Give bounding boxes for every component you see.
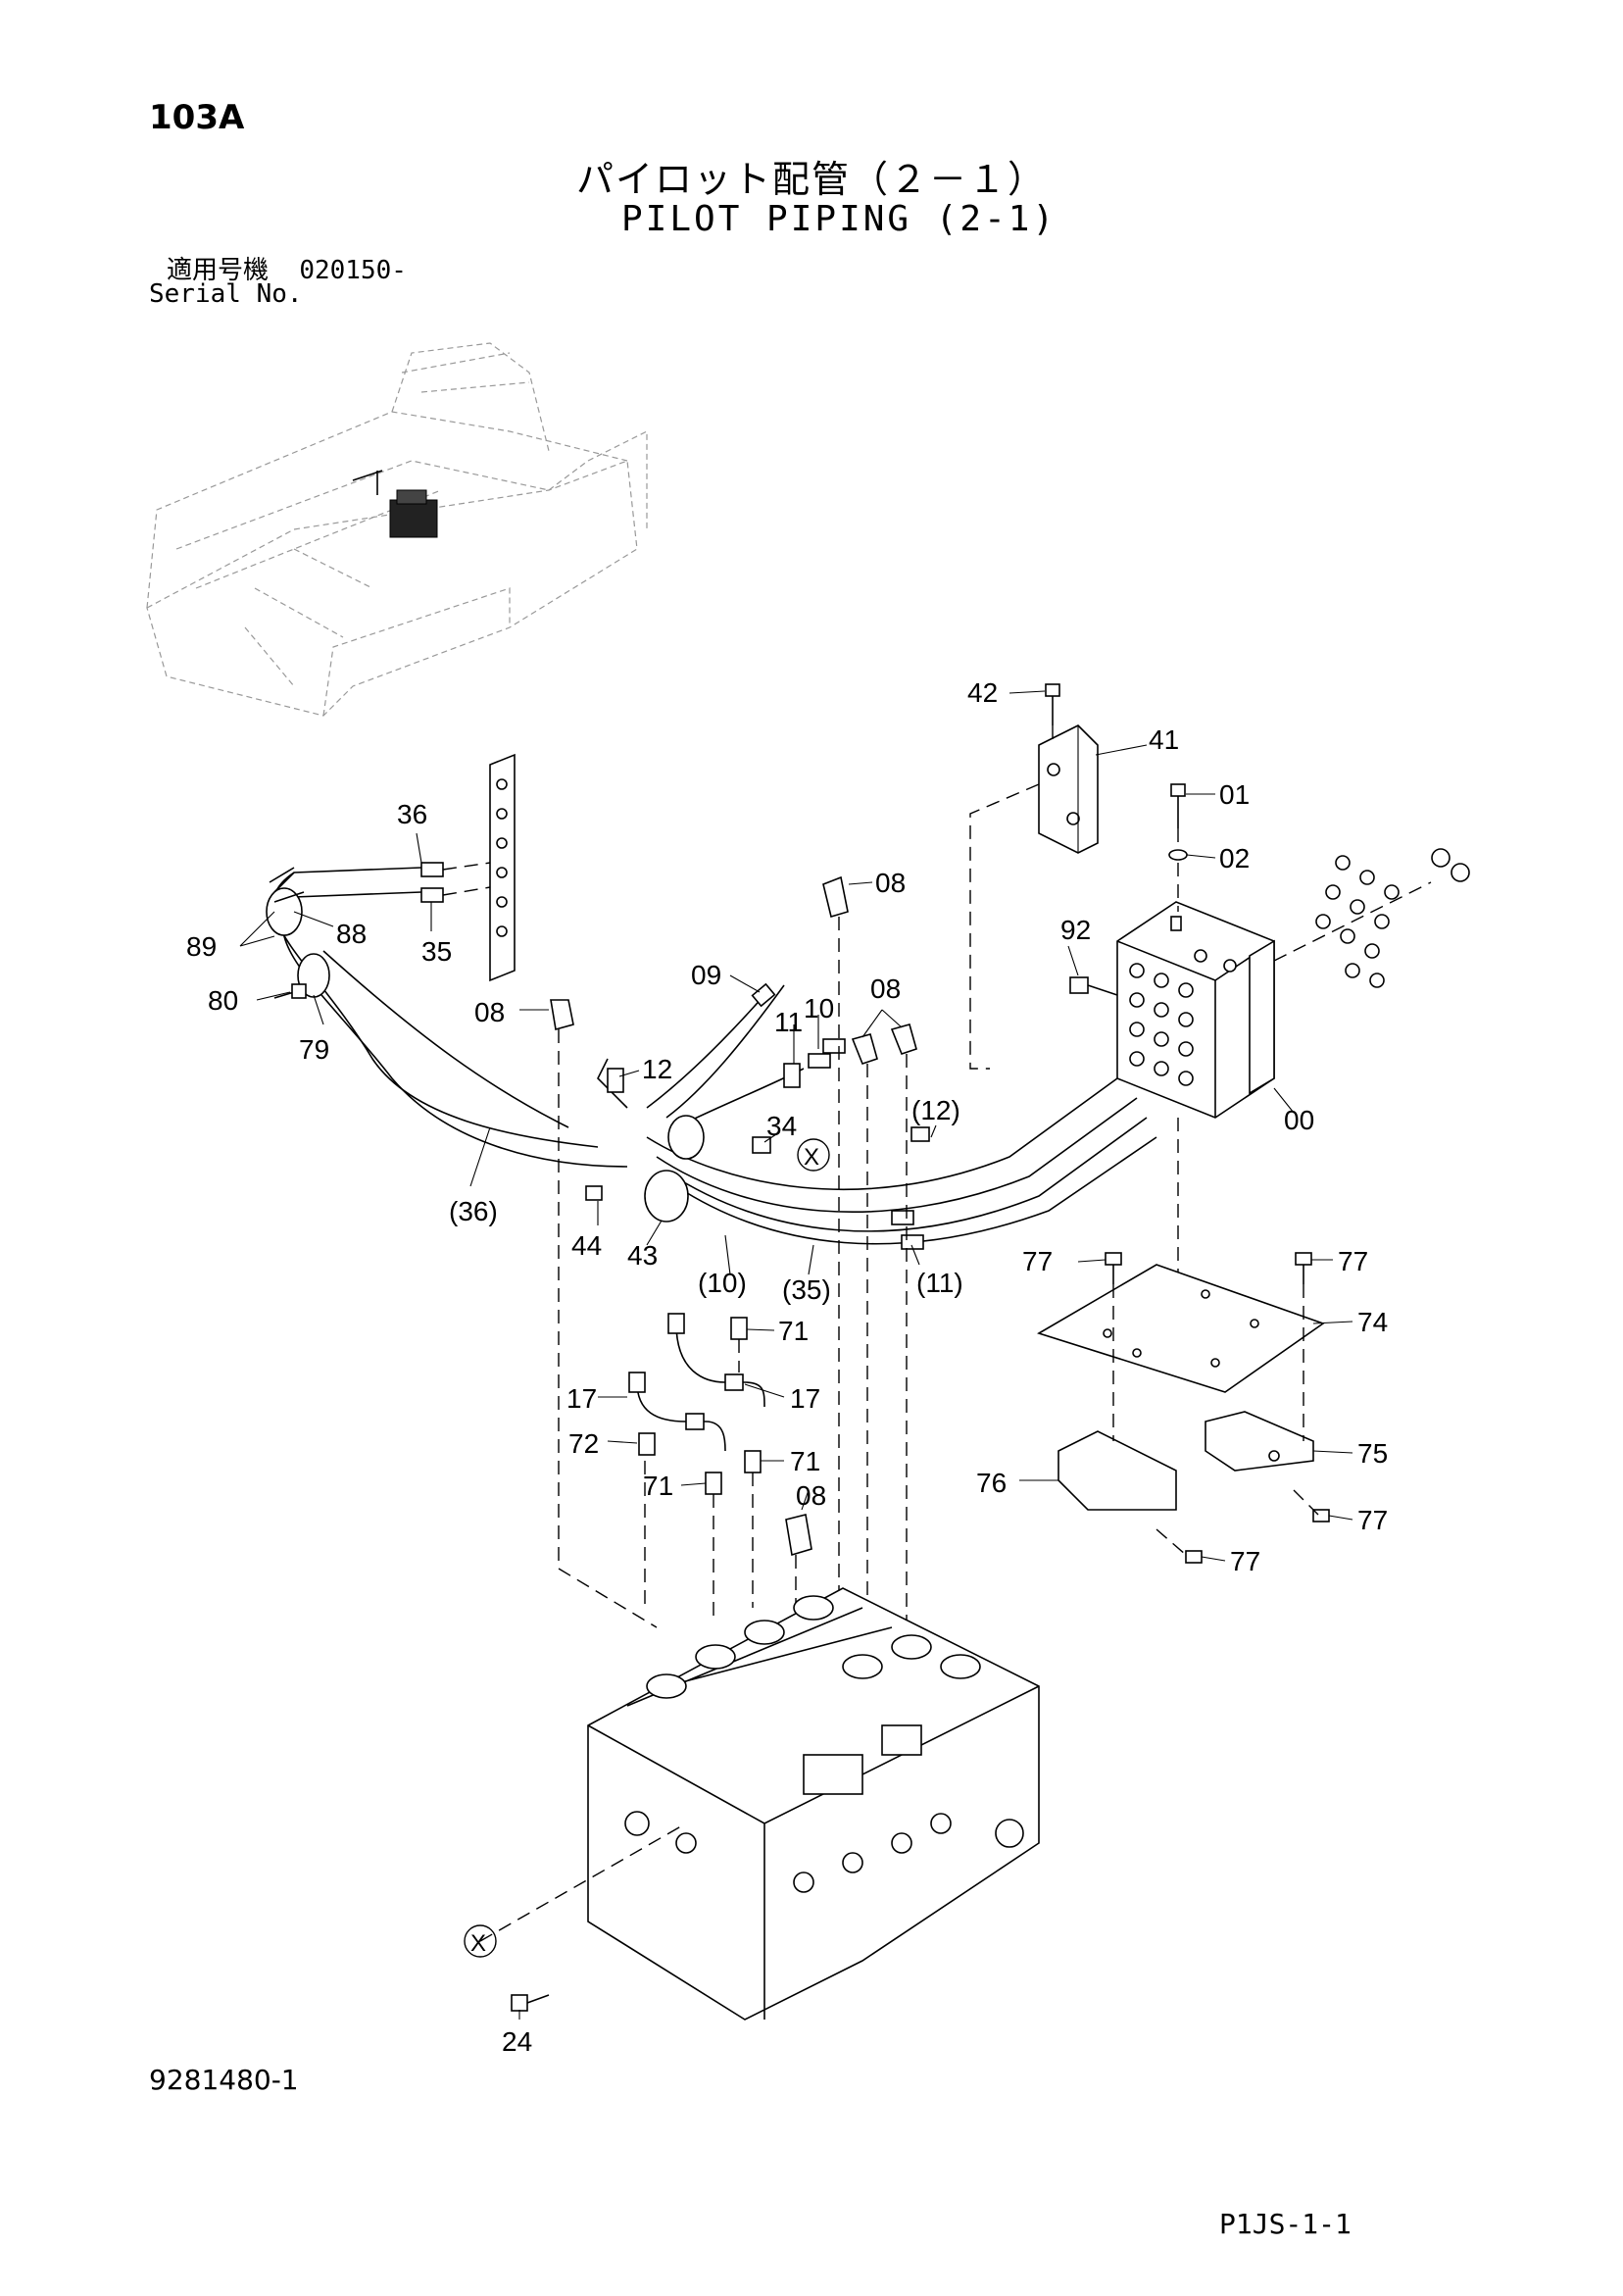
page-title-japanese: パイロット配管（２－１） (576, 158, 1048, 201)
callout-08-top: 08 (875, 868, 906, 898)
valve-port-grid (1129, 949, 1237, 1086)
callout-11: 11 (774, 1007, 803, 1037)
callout-02: 02 (1219, 843, 1250, 873)
bracket-41 (1038, 724, 1099, 854)
serial-value: 020150- (299, 256, 407, 285)
callout-80: 80 (208, 985, 238, 1016)
callout-17-right: 17 (790, 1383, 820, 1414)
page-number: 103A (149, 98, 245, 137)
bolt-42 (1045, 683, 1060, 725)
elbow-fitting-08b (822, 875, 849, 919)
callout-leaders (239, 690, 1353, 2020)
fittings-cluster (1273, 848, 1470, 988)
elbow-fitting-08a (550, 999, 574, 1031)
callout-10: 10 (804, 993, 834, 1023)
serial-applicability: 適用号機 020150- (167, 250, 407, 286)
bolt-77b (1295, 1252, 1312, 1284)
callout-08-left: 08 (474, 997, 505, 1027)
callout-77-left: 77 (1022, 1246, 1053, 1276)
fitting-72 (638, 1432, 656, 1456)
assembly-leader-lines (558, 917, 908, 1657)
callout-71-top: 71 (778, 1316, 809, 1346)
view-marker-x-top: X (797, 1138, 830, 1172)
callout-08-bottom: 08 (796, 1480, 826, 1511)
callout-92: 92 (1060, 915, 1091, 945)
plate-74 (1037, 1264, 1325, 1393)
callout-11-ref: (11) (916, 1268, 963, 1298)
callout-09: 09 (691, 960, 721, 990)
control-valve (587, 1587, 1040, 2021)
callout-10-ref: (10) (698, 1268, 747, 1298)
callout-43: 43 (627, 1240, 658, 1271)
callout-79: 79 (299, 1034, 329, 1065)
callout-24: 24 (502, 2026, 532, 2057)
machine-locator-view (146, 342, 648, 717)
callout-72: 72 (568, 1428, 599, 1459)
callout-76: 76 (976, 1468, 1007, 1498)
fitting-71a (730, 1317, 748, 1340)
pilot-valve-assembly (1116, 901, 1275, 1119)
callout-35: 35 (421, 936, 452, 967)
pilot-pipe-bundle (597, 982, 1157, 1250)
callout-00: 00 (1284, 1105, 1314, 1135)
callout-41: 41 (1149, 724, 1179, 755)
callout-36-ref: (36) (449, 1196, 498, 1226)
washer-02 (1168, 849, 1188, 861)
callout-77-lower-right: 77 (1357, 1505, 1388, 1535)
fitting-92 (1069, 976, 1118, 996)
fitting-71c (705, 1472, 722, 1495)
bolt-77a (1105, 1252, 1122, 1284)
callout-34: 34 (766, 1111, 797, 1141)
bolt-80 (273, 983, 307, 999)
callout-01: 01 (1219, 779, 1250, 810)
pipe-assembly-17 (628, 1313, 765, 1452)
document-number: 9281480-1 (149, 2064, 299, 2096)
callout-74: 74 (1357, 1307, 1388, 1337)
connector-block-panel (489, 753, 516, 982)
callout-42: 42 (967, 677, 998, 708)
callout-77-right: 77 (1338, 1246, 1368, 1276)
callout-89: 89 (186, 931, 217, 962)
bolt-01 (1170, 783, 1186, 828)
serial-label-english: Serial No. (149, 279, 303, 309)
callout-17-left: 17 (566, 1383, 597, 1414)
plug-24 (511, 1994, 550, 2012)
callout-88: 88 (336, 919, 367, 949)
callout-71-right: 71 (790, 1446, 820, 1476)
elbow-fitting-08c (851, 1023, 917, 1065)
view-marker-x-bottom-label: X (470, 1930, 486, 1957)
hose-35-36 (272, 862, 628, 1168)
callout-77-lower: 77 (1230, 1546, 1260, 1576)
valve-location-marker (352, 470, 438, 538)
view-marker-x-bottom: X (464, 1924, 497, 1958)
bolt-77d (1185, 1550, 1203, 1564)
view-marker-x-top-label: X (804, 1144, 819, 1171)
valve-side-ports (624, 1811, 1024, 1893)
page-code: P1JS-1-1 (1219, 2208, 1352, 2240)
callout-35-ref: (35) (782, 1274, 831, 1305)
page-title-english: PILOT PIPING (2-1) (621, 199, 1057, 239)
callout-44: 44 (571, 1230, 602, 1261)
fitting-71b (744, 1450, 762, 1473)
callout-08-mid: 08 (870, 973, 901, 1004)
callout-36: 36 (397, 799, 427, 829)
callout-labels: 42 41 01 02 36 88 89 35 80 79 08 92 09 0… (186, 677, 1388, 2057)
bracket-75 (1205, 1411, 1314, 1472)
clamp-88-89 (266, 867, 305, 936)
callout-12-ref: (12) (911, 1095, 960, 1125)
bracket-76 (1057, 1430, 1177, 1511)
callout-71-left: 71 (643, 1471, 673, 1501)
bolt-44 (585, 1185, 603, 1201)
callout-12: 12 (642, 1054, 672, 1084)
serial-label-japanese: 適用号機 (167, 256, 270, 285)
callout-75: 75 (1357, 1438, 1388, 1469)
valve-spool-caps (646, 1595, 981, 1699)
elbow-fitting-08d (785, 1514, 812, 1557)
